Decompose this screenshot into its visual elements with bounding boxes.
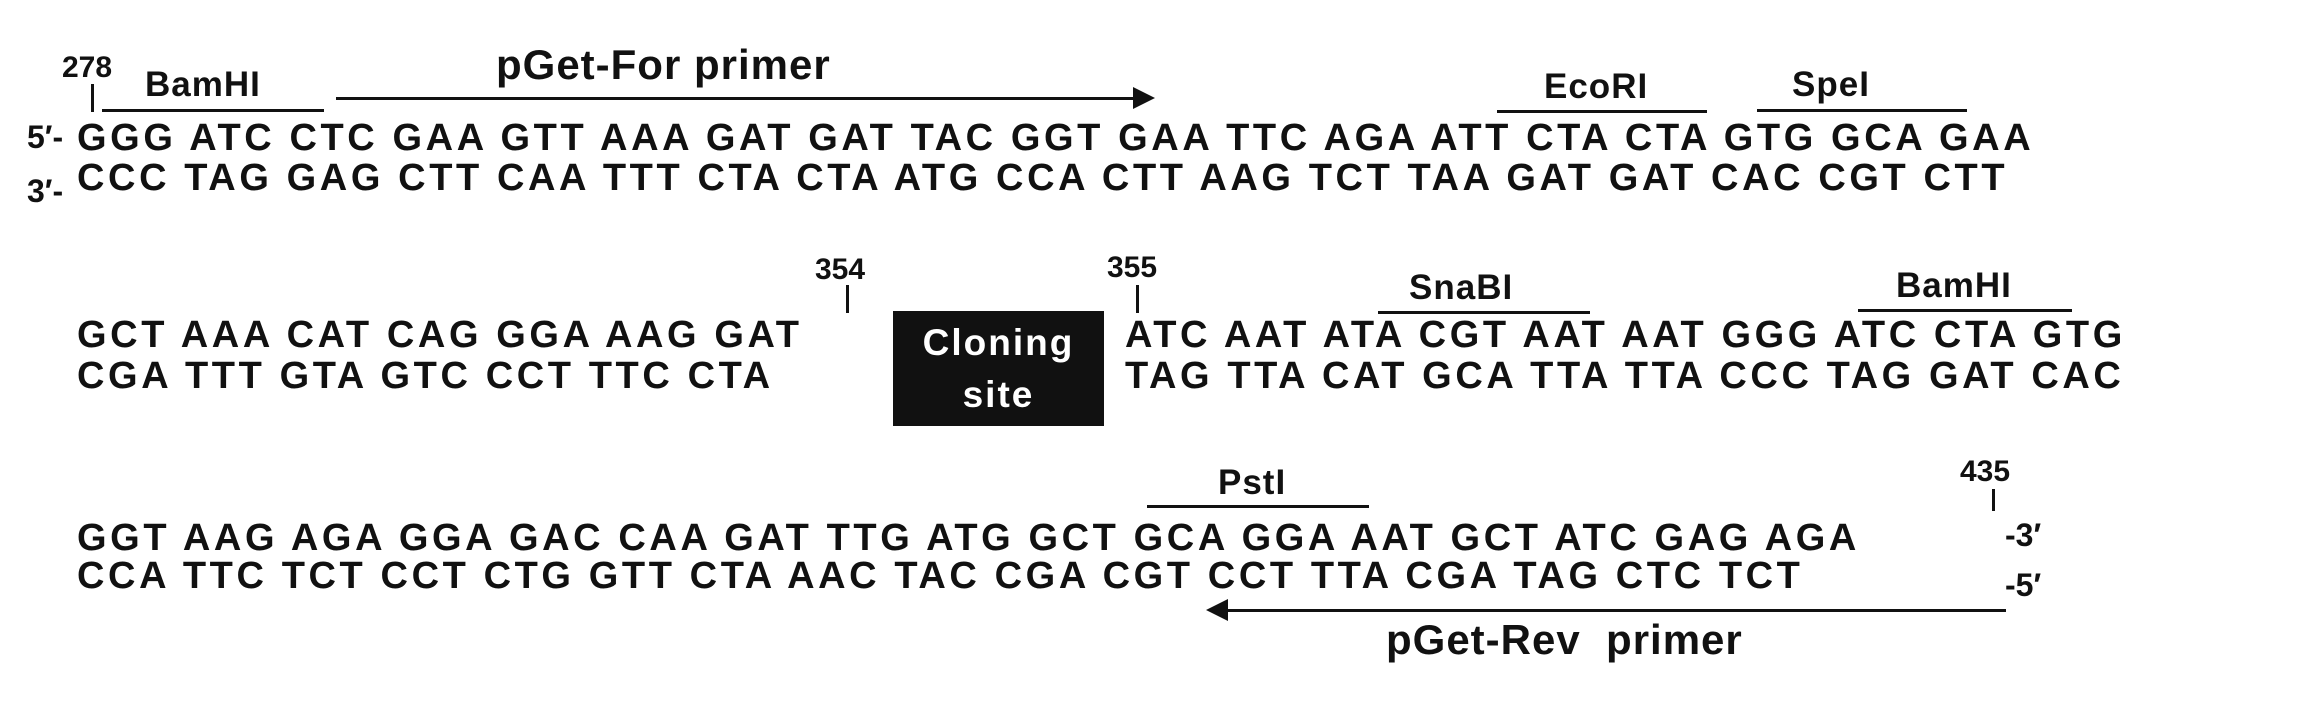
block1-top-strand: GGG ATC CTC GAA GTT AAA GAT GAT TAC GGT … [77,117,2035,159]
bamhi-site-bar-2 [1858,309,2072,312]
block1-bottom-strand: CCC TAG GAG CTT CAA TTT CTA CTA ATG CCA … [77,157,2009,199]
position-435-tick [1992,489,1995,511]
block3-top-strand: GGT AAG AGA GGA GAC CAA GAT TTG ATG GCT … [77,517,1860,559]
spei-site-label: SpeI [1792,65,1870,104]
block2-bottom-left-strand: CGA TTT GTA GTC CCT TTC CTA [77,355,774,397]
position-278-tick [91,84,94,112]
position-354-label: 354 [815,253,866,286]
position-278-label: 278 [62,51,113,84]
snabi-site-bar [1378,311,1590,314]
bamhi-site-label-2: BamHI [1896,266,2012,305]
spei-site-bar [1757,109,1967,112]
cloning-site-box: Cloning site [893,311,1104,426]
forward-primer-label: pGet-For primer [496,41,831,88]
block2-top-left-strand: GCT AAA CAT CAG GGA AAG GAT [77,314,803,356]
five-prime-end-label-2: -5′ [2005,567,2042,603]
position-435-label: 435 [1960,455,2011,488]
reverse-primer-arrow-line [1226,609,2006,612]
three-prime-end-label: 3′- [27,173,64,209]
position-354-tick [846,285,849,313]
bamhi-site-bar-1 [102,109,324,112]
five-prime-end-label: 5′- [27,119,64,155]
cloning-site-line2: site [962,374,1035,415]
block2-top-right-strand: ATC AAT ATA CGT AAT AAT GGG ATC CTA GTG [1125,314,2126,356]
ecori-site-label: EcoRI [1544,67,1649,106]
forward-primer-arrow-line [336,97,1136,100]
ecori-site-bar [1497,110,1707,113]
bamhi-site-label-1: BamHI [145,65,261,104]
psti-site-bar [1147,505,1369,508]
psti-site-label: PstI [1218,463,1287,502]
block2-bottom-right-strand: TAG TTA CAT GCA TTA TTA CCC TAG GAT CAC [1125,355,2125,397]
cloning-site-line1: Cloning [922,322,1075,363]
forward-primer-arrowhead [1133,87,1155,109]
position-355-tick [1136,285,1139,313]
three-prime-end-label-2: -3′ [2005,517,2042,553]
position-355-label: 355 [1107,251,1158,284]
reverse-primer-label: pGet-Rev primer [1386,616,1743,663]
reverse-primer-arrowhead [1206,599,1228,621]
block3-bottom-strand: CCA TTC TCT CCT CTG GTT CTA AAC TAC CGA … [77,555,1804,597]
snabi-site-label: SnaBI [1409,268,1514,307]
